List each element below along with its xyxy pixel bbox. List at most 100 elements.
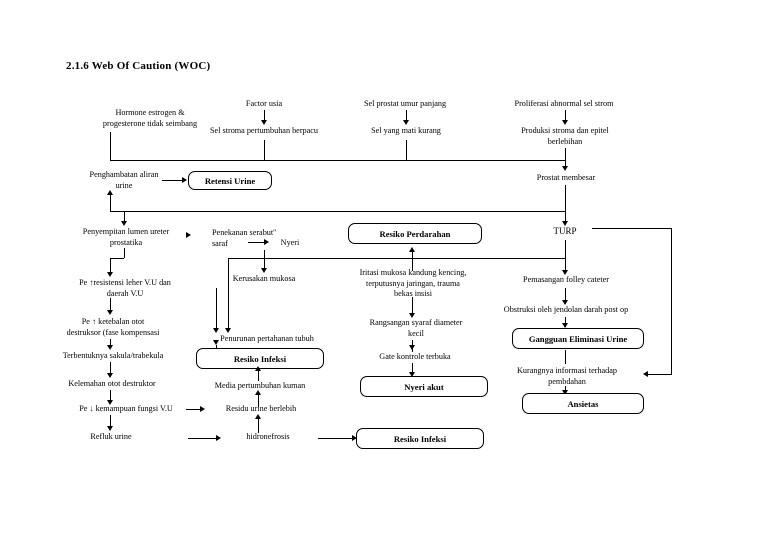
arrowhead-refluk — [107, 426, 113, 431]
node-penghambatan-aliran: Penghambatan aliran urine — [89, 170, 159, 190]
node-factor-usia: Factor usia — [245, 99, 283, 108]
connector-to-kerusakan-mukosa — [264, 250, 265, 270]
connector-bus-to-penyempitan — [124, 211, 125, 223]
connector-kerusakan-penurunan — [216, 288, 217, 330]
connector-kemampuan-refluk — [110, 415, 111, 429]
node-prostat-membesar: Prostat membesar — [536, 173, 596, 182]
arrowhead-gate — [409, 345, 415, 350]
penyempitan-branch — [110, 258, 124, 259]
arrowhead-prostat — [403, 120, 409, 125]
node-penyempitan-lumen: Penyempitan lumen ureter prostatika — [82, 227, 170, 247]
node-sel-prostat-umur-panjang: Sel prostat umur panjang — [363, 99, 447, 108]
connector-folley-obstruksi — [565, 288, 566, 302]
bus-horizontal-main — [110, 160, 566, 161]
arrowhead-media-infeksi — [255, 366, 261, 371]
arrowhead-kelemahan — [107, 373, 113, 378]
bus-horizontal-second — [110, 211, 566, 212]
box-retensi-urine[interactable]: Retensi Urine — [188, 171, 272, 190]
penyempitan-drop — [124, 248, 125, 258]
arrowhead-resiko-infeksi-bottom — [352, 435, 357, 441]
connector-kemampuan-residu — [186, 409, 202, 410]
arrowhead-residu-urine — [200, 406, 205, 412]
arrowhead-hidronefrosis — [216, 435, 221, 441]
arrowhead-penurunan-pertahanan — [213, 328, 219, 333]
connector-sakula-kelemahan — [110, 362, 111, 375]
turp-left-bus — [228, 258, 566, 259]
arrowhead-penghambatan — [107, 190, 113, 195]
connector-saraf-nyeri — [248, 242, 266, 243]
bus-drop-hormone — [110, 132, 111, 160]
turp-loop-right — [671, 228, 672, 374]
page-title: 2.1.6 Web Of Caution (WOC) — [66, 60, 211, 72]
connector-refluk-hidro — [188, 438, 218, 439]
connector-gate-nyeriakut — [412, 363, 413, 375]
arrowhead-proliferasi — [562, 120, 568, 125]
connector-resistensi-ketebalan — [110, 298, 111, 312]
node-nyeri: Nyeri — [280, 238, 300, 247]
node-media-pertumbuhan: Media pertumbuhan kuman — [214, 381, 306, 390]
connector-hidro-residu — [258, 417, 259, 433]
turp-bus-down-folley — [565, 258, 566, 272]
arrowhead-penyempitan — [121, 221, 127, 226]
node-obstruksi-jendolan: Obstruksi oleh jendolan darah post op — [503, 305, 629, 314]
arrowhead-penurunan-pertahanan-right — [225, 328, 231, 333]
box-resiko-perdarahan[interactable]: Resiko Perdarahan — [348, 223, 482, 244]
connector-penghambatan-retensi — [162, 180, 184, 181]
connector-hidro-infeksi — [318, 438, 354, 439]
node-rangsangan-syaraf: Rangsangan syaraf diameter kecil — [369, 318, 463, 338]
arrowhead-kurangnya-informasi — [643, 371, 648, 377]
node-gate-kontrole: Gate kontrole terbuka — [379, 352, 451, 361]
node-hidronefrosis: hidronefrosis — [246, 432, 290, 441]
box-resiko-infeksi-bottom[interactable]: Resiko Infeksi — [356, 428, 484, 449]
arrowhead-resiko-perdarahan — [409, 247, 415, 252]
node-kerusakan-mukosa: Kerusakan mukosa — [232, 274, 296, 283]
prostat-drop — [565, 185, 566, 211]
box-gangguan-eliminasi[interactable]: Gangguan Eliminasi Urine — [512, 328, 644, 349]
arrowhead-nyeri — [264, 239, 269, 245]
node-refluk-urine: Refluk urine — [90, 432, 132, 441]
arrowhead-pe-kemampuan — [107, 400, 113, 405]
arrowhead-hidro-residu — [255, 414, 261, 419]
arrowhead-turp — [562, 221, 568, 226]
node-terbentuknya-sakula: Terbentuknya sakula/trabekula — [62, 351, 164, 360]
node-pe-kemampuan: Pe ↓ kemampuan fungsi V.U — [79, 404, 173, 413]
node-pe-ketebalan: Pe ↑ ketebalan otot destruksor (fase kom… — [66, 317, 160, 337]
connector-iritasi-perdarahan — [412, 251, 413, 271]
node-turp: TURP — [553, 226, 577, 236]
connector-to-prostat-membesar — [565, 160, 566, 169]
connector-gangguan-kurangnya — [565, 350, 566, 364]
arrowhead-obstruksi — [562, 300, 568, 305]
box-ansietas[interactable]: Ansietas — [522, 393, 644, 414]
node-kelemahan-otot: Kelemahan otot destruktor — [68, 379, 156, 388]
box-nyeri-akut[interactable]: Nyeri akut — [360, 376, 488, 397]
node-kurangnya-informasi: Kurangnya informasi terhadap pembdahan — [516, 366, 618, 386]
turp-drop — [565, 240, 566, 258]
connector-proliferasi-v — [565, 110, 566, 122]
connector-bus-to-penghambatan — [110, 192, 111, 211]
node-hormone-imbalance: Hormone estrogen & progesterone tidak se… — [102, 108, 198, 128]
arrowhead-gangguan-eliminasi — [562, 323, 568, 328]
connector-iritasi-rangsangan — [412, 297, 413, 315]
node-sel-mati-kurang: Sel yang mati kurang — [371, 126, 441, 135]
node-residu-urine: Residu urine berlebih — [225, 404, 297, 413]
connector-residu-media — [258, 393, 259, 407]
connector-media-infeksi — [258, 369, 259, 381]
node-pemasangan-folley: Pemasangan folley cateter — [523, 275, 609, 284]
bus-drop-stroma — [264, 140, 265, 160]
connector-obstruksi-gangguan — [565, 317, 566, 327]
turp-bus-down-left — [228, 258, 229, 330]
bus-drop-selmati — [406, 140, 407, 160]
arrowhead-retensi-urine — [182, 177, 187, 183]
connector-ketebalan-sakula — [110, 339, 111, 348]
node-produksi-stroma-epitel: Produksi stroma dan epitel berlebihan — [521, 126, 609, 146]
bus-drop-produksi — [565, 148, 566, 160]
arrowhead-penekanan — [186, 232, 191, 238]
connector-prostat-v — [406, 110, 407, 122]
node-penurunan-pertahanan: Penurunan pertahanan tubuh — [220, 334, 314, 343]
node-iritasi-mukosa: Iritasi mukosa kandung kencing, terputus… — [359, 268, 467, 298]
node-sel-stroma-berpacu: Sel stroma pertumbuhan berpacu — [210, 126, 318, 135]
arrowhead-ansietas — [562, 390, 568, 395]
penyempitan-branch-down — [110, 258, 111, 274]
arrowhead-resiko-infeksi-mid — [213, 340, 219, 345]
